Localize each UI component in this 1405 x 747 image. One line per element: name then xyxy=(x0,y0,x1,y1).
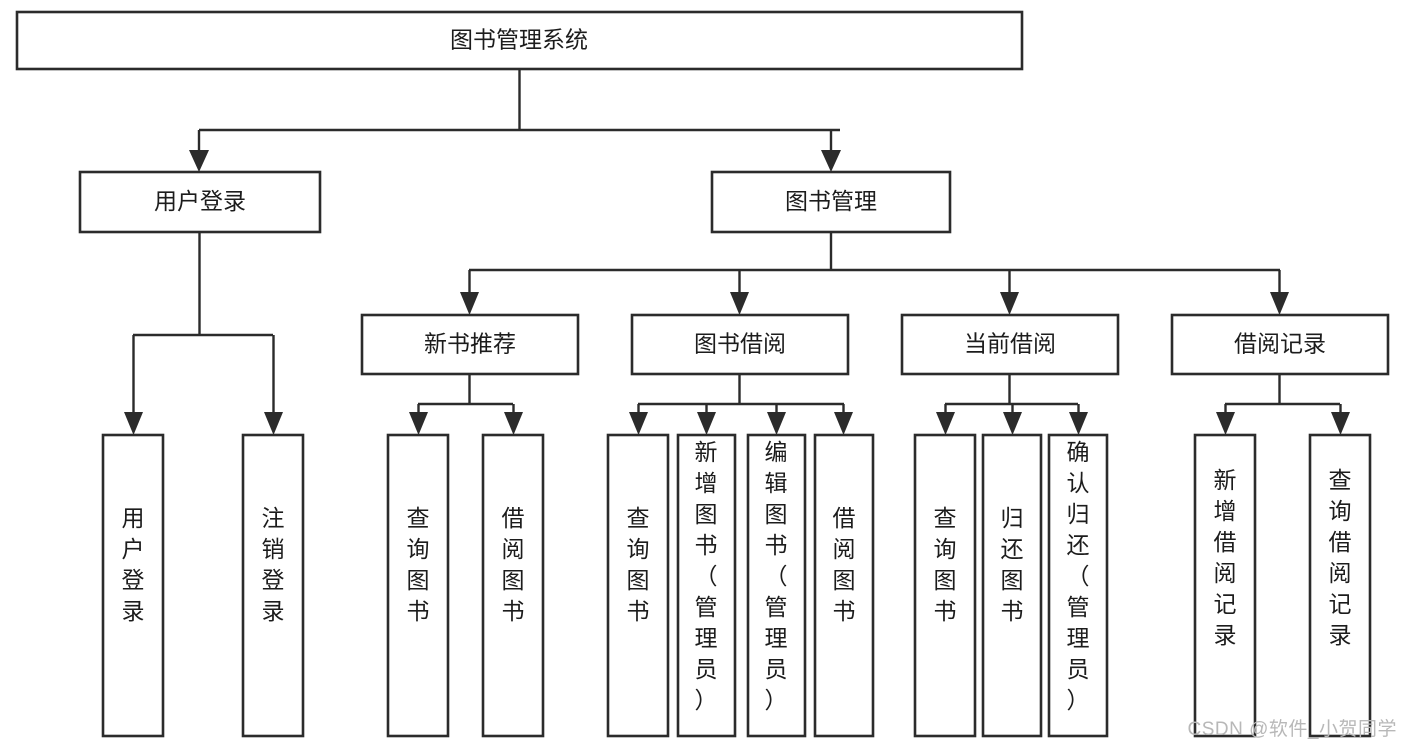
node-book-manage-box[interactable] xyxy=(710,170,952,234)
node-leaf-logout-login[interactable]: 注销登录 xyxy=(241,433,305,738)
arrowhead-leaf-query-borrow-record xyxy=(1331,412,1350,435)
node-leaf-edit-book-label: 编辑图书（管理员） xyxy=(765,439,788,713)
node-leaf-query-borrow-record-label: 查询借阅记录 xyxy=(1329,467,1352,648)
node-leaf-query-book-1-label: 查询图书 xyxy=(407,505,430,624)
node-leaf-confirm-return-label: 确认归还（管理员） xyxy=(1067,439,1090,713)
node-root[interactable]: 图书管理系统 xyxy=(15,10,1024,71)
node-leaf-add-book-label: 新增图书（管理员） xyxy=(695,439,718,713)
node-leaf-borrow-book-1-label: 借阅图书 xyxy=(502,505,525,624)
node-leaf-query-borrow-record-box[interactable] xyxy=(1308,433,1372,738)
node-book-manage-label: 图书管理 xyxy=(785,188,877,214)
node-leaf-query-book-1[interactable]: 查询图书 xyxy=(386,433,450,738)
arrowhead-borrow-record xyxy=(1270,292,1289,315)
node-user-login-label: 用户登录 xyxy=(154,188,246,214)
arrowhead-leaf-return-book xyxy=(1003,412,1022,435)
node-borrow-record-box[interactable] xyxy=(1170,313,1390,376)
arrowhead-current-borrow xyxy=(1000,292,1019,315)
node-new-book-recommend[interactable]: 新书推荐 xyxy=(360,313,580,376)
node-leaf-return-book-label: 归还图书 xyxy=(1001,505,1024,624)
arrowhead-leaf-add-borrow-record xyxy=(1216,412,1235,435)
node-book-borrow[interactable]: 图书借阅 xyxy=(630,313,850,376)
node-leaf-borrow-book-1[interactable]: 借阅图书 xyxy=(481,433,545,738)
node-user-login[interactable]: 用户登录 xyxy=(78,170,322,234)
node-leaf-edit-book-box[interactable] xyxy=(746,433,807,738)
arrowhead-leaf-user-login xyxy=(124,412,143,435)
node-leaf-user-login[interactable]: 用户登录 xyxy=(101,433,165,738)
node-leaf-borrow-book-1-box[interactable] xyxy=(481,433,545,738)
node-leaf-add-borrow-record-label: 新增借阅记录 xyxy=(1214,467,1237,648)
node-new-book-recommend-label: 新书推荐 xyxy=(424,331,516,357)
node-leaf-query-book-3-label: 查询图书 xyxy=(934,505,957,624)
arrowhead-leaf-confirm-return xyxy=(1069,412,1088,435)
node-leaf-add-borrow-record-box[interactable] xyxy=(1193,433,1257,738)
arrowhead-leaf-borrow-book-1 xyxy=(504,412,523,435)
arrowhead-leaf-query-book-1 xyxy=(409,412,428,435)
arrowhead-book-borrow xyxy=(730,292,749,315)
arrowhead-book-manage xyxy=(821,150,841,172)
node-leaf-confirm-return-box[interactable] xyxy=(1047,433,1109,738)
node-leaf-edit-book[interactable]: 编辑图书（管理员） xyxy=(746,433,807,738)
node-leaf-return-book[interactable]: 归还图书 xyxy=(981,433,1043,738)
arrowhead-leaf-borrow-book-2 xyxy=(834,412,853,435)
node-user-login-box[interactable] xyxy=(78,170,322,234)
node-new-book-recommend-box[interactable] xyxy=(360,313,580,376)
node-borrow-record-label: 借阅记录 xyxy=(1234,331,1326,357)
arrowhead-leaf-add-book xyxy=(697,412,716,435)
arrowhead-leaf-logout-login xyxy=(264,412,283,435)
connector-layer xyxy=(124,69,1350,435)
node-current-borrow-label: 当前借阅 xyxy=(964,331,1056,357)
node-book-borrow-box[interactable] xyxy=(630,313,850,376)
node-leaf-query-borrow-record[interactable]: 查询借阅记录 xyxy=(1308,433,1372,738)
node-root-label: 图书管理系统 xyxy=(450,27,588,53)
node-leaf-add-borrow-record[interactable]: 新增借阅记录 xyxy=(1193,433,1257,738)
node-leaf-return-book-box[interactable] xyxy=(981,433,1043,738)
node-leaf-logout-login-box[interactable] xyxy=(241,433,305,738)
arrowhead-new-book-recommend xyxy=(460,292,479,315)
node-leaf-borrow-book-2-label: 借阅图书 xyxy=(833,505,856,624)
node-leaf-confirm-return[interactable]: 确认归还（管理员） xyxy=(1047,433,1109,738)
node-borrow-record[interactable]: 借阅记录 xyxy=(1170,313,1390,376)
node-leaf-query-book-2-box[interactable] xyxy=(606,433,670,738)
arrowhead-leaf-query-book-3 xyxy=(936,412,955,435)
node-leaf-query-book-3-box[interactable] xyxy=(913,433,977,738)
node-leaf-query-book-1-box[interactable] xyxy=(386,433,450,738)
node-leaf-logout-login-label: 注销登录 xyxy=(262,505,285,624)
node-leaf-borrow-book-2[interactable]: 借阅图书 xyxy=(813,433,875,738)
arrowhead-leaf-query-book-2 xyxy=(629,412,648,435)
node-leaf-add-book[interactable]: 新增图书（管理员） xyxy=(676,433,737,738)
node-book-borrow-label: 图书借阅 xyxy=(694,331,786,357)
arrowhead-leaf-edit-book xyxy=(767,412,786,435)
node-leaf-user-login-label: 用户登录 xyxy=(122,505,145,624)
node-leaf-borrow-book-2-box[interactable] xyxy=(813,433,875,738)
node-root-box[interactable] xyxy=(15,10,1024,71)
node-leaf-user-login-box[interactable] xyxy=(101,433,165,738)
node-leaf-add-book-box[interactable] xyxy=(676,433,737,738)
node-current-borrow-box[interactable] xyxy=(900,313,1120,376)
node-leaf-query-book-2-label: 查询图书 xyxy=(627,505,650,624)
node-leaf-query-book-2[interactable]: 查询图书 xyxy=(606,433,670,738)
node-current-borrow[interactable]: 当前借阅 xyxy=(900,313,1120,376)
node-leaf-query-book-3[interactable]: 查询图书 xyxy=(913,433,977,738)
node-book-manage[interactable]: 图书管理 xyxy=(710,170,952,234)
arrowhead-user-login xyxy=(189,150,209,172)
